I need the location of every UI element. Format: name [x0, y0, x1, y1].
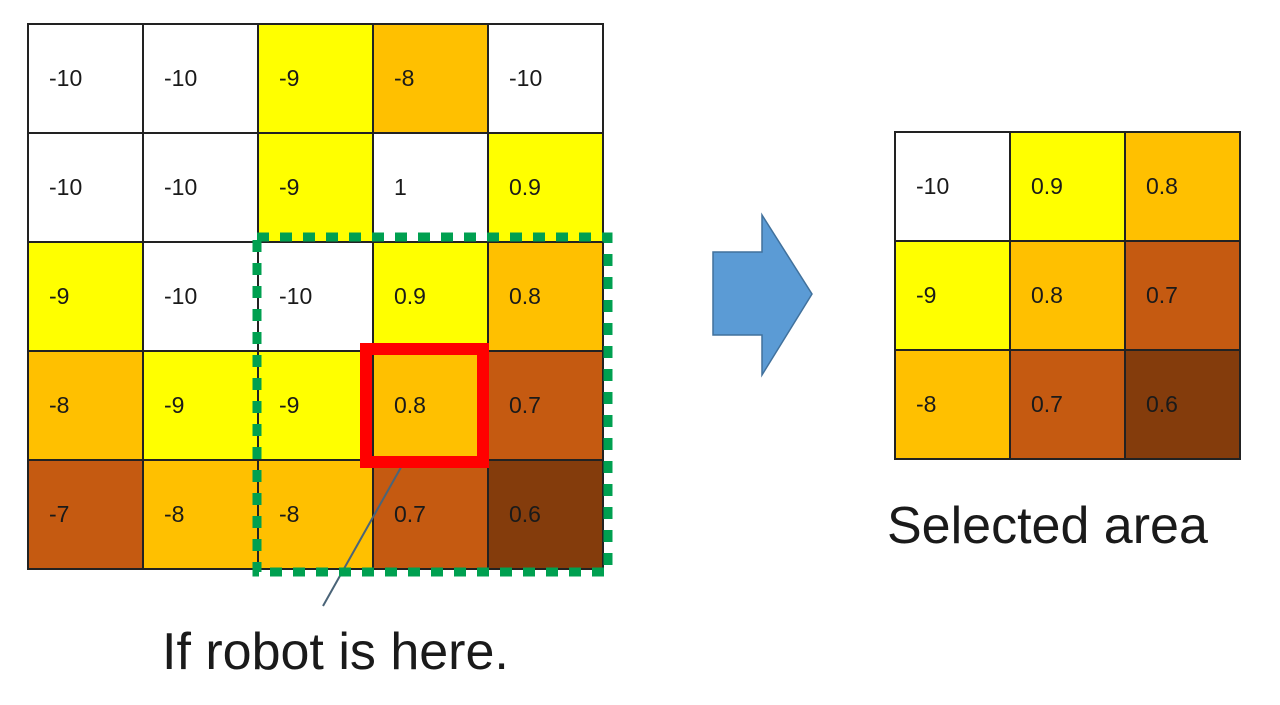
main-cell-r0-c4: -10: [489, 25, 604, 134]
main-cell-r1-c0: -10: [29, 134, 144, 243]
main-cell-r4-c3: 0.7: [374, 461, 489, 570]
main-cell-r2-c0: -9: [29, 243, 144, 352]
main-cell-r0-c1: -10: [144, 25, 259, 134]
main-cell-r2-c3: 0.9: [374, 243, 489, 352]
main-cell-r4-c4: 0.6: [489, 461, 604, 570]
selected-cell-r2-c2: 0.6: [1126, 351, 1241, 460]
main-cell-r0-c2: -9: [259, 25, 374, 134]
main-cell-r1-c1: -10: [144, 134, 259, 243]
main-cell-r4-c0: -7: [29, 461, 144, 570]
selected-area-caption: Selected area: [887, 497, 1208, 555]
main-cell-r0-c0: -10: [29, 25, 144, 134]
main-cell-r3-c2: -9: [259, 352, 374, 461]
robot-caption: If robot is here.: [162, 623, 509, 681]
main-cell-r4-c2: -8: [259, 461, 374, 570]
main-cell-r2-c1: -10: [144, 243, 259, 352]
main-cell-r2-c2: -10: [259, 243, 374, 352]
main-cell-r3-c0: -8: [29, 352, 144, 461]
selected-cell-r1-c0: -9: [896, 242, 1011, 351]
selected-cell-r2-c1: 0.7: [1011, 351, 1126, 460]
arrow-right-icon: [712, 212, 813, 378]
selected-cell-r1-c1: 0.8: [1011, 242, 1126, 351]
main-cell-r3-c3: 0.8: [374, 352, 489, 461]
selected-cell-r0-c2: 0.8: [1126, 133, 1241, 242]
main-cell-r0-c3: -8: [374, 25, 489, 134]
selected-cell-r0-c0: -10: [896, 133, 1011, 242]
main-cell-r3-c4: 0.7: [489, 352, 604, 461]
main-cell-r1-c4: 0.9: [489, 134, 604, 243]
main-cell-r2-c4: 0.8: [489, 243, 604, 352]
main-cell-r4-c1: -8: [144, 461, 259, 570]
main-cell-r1-c2: -9: [259, 134, 374, 243]
main-cell-r3-c1: -9: [144, 352, 259, 461]
main-cell-r1-c3: 1: [374, 134, 489, 243]
selected-cell-r2-c0: -8: [896, 351, 1011, 460]
selected-cell-r0-c1: 0.9: [1011, 133, 1126, 242]
selected-cell-r1-c2: 0.7: [1126, 242, 1241, 351]
